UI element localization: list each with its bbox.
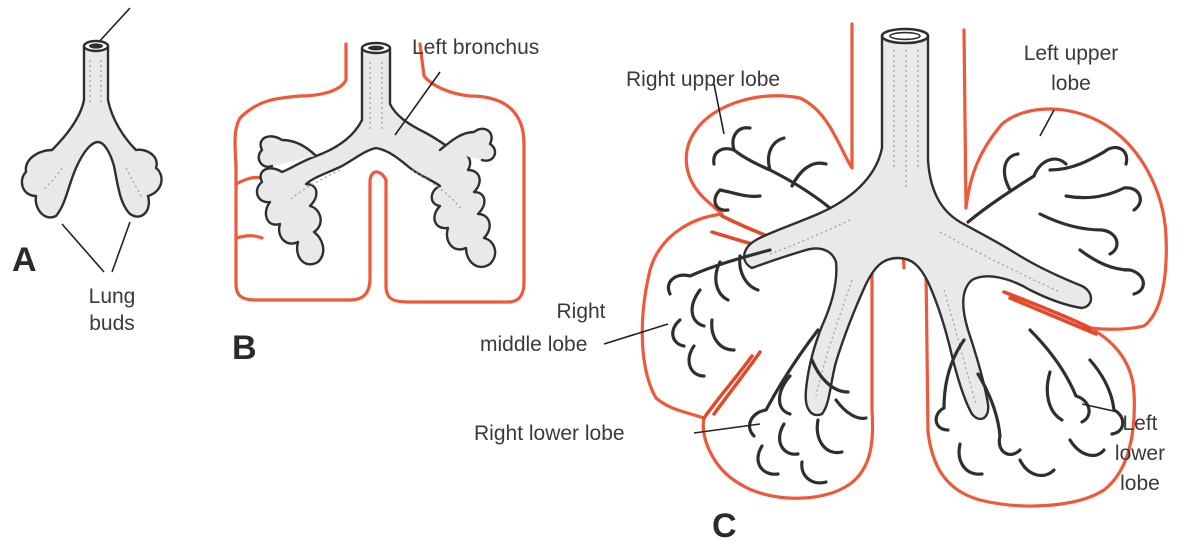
panel-a-drawing <box>22 8 162 272</box>
panel-c-lumen <box>890 33 920 40</box>
panel-label-a: A <box>12 242 37 278</box>
label-left-upper-lobe-line1: Left upper <box>996 42 1146 66</box>
panel-a-trachea-bud <box>22 46 162 217</box>
panel-b-lumen <box>368 46 384 51</box>
label-right-middle-lobe-line2: middle lobe <box>480 333 587 357</box>
left-bronchus-leader <box>395 72 440 135</box>
panel-label-c: C <box>712 508 737 544</box>
panel-c-right-oblique-fissure <box>704 352 760 418</box>
label-right-lower-lobe: Right lower lobe <box>474 422 625 446</box>
label-left-lower-lobe-line1: Left <box>1108 412 1172 436</box>
right-middle-lobe-leader <box>604 324 668 344</box>
panel-c-right-upper-lobe-branches <box>714 128 830 210</box>
lung-buds-leader-left <box>62 224 104 272</box>
panel-a-pointer-line <box>97 8 130 44</box>
left-upper-lobe-leader <box>1040 110 1054 136</box>
label-left-upper-lobe-line2: lobe <box>996 72 1146 96</box>
label-left-lower-lobe-line2: lower <box>1108 442 1172 466</box>
label-lung-buds-line1: Lung <box>82 285 142 309</box>
panel-label-b: B <box>232 330 257 366</box>
label-right-middle-lobe-line1: Right <box>516 300 646 324</box>
panel-b-drawing <box>235 43 524 302</box>
label-left-lower-lobe-line3: lobe <box>1108 472 1172 496</box>
lung-buds-leader-right <box>112 222 130 272</box>
label-left-bronchus: Left bronchus <box>412 36 539 60</box>
label-lung-buds-line2: buds <box>82 312 142 336</box>
panel-c-drawing <box>604 24 1166 506</box>
label-right-upper-lobe: Right upper lobe <box>626 68 780 92</box>
panel-a-lumen <box>89 43 103 48</box>
